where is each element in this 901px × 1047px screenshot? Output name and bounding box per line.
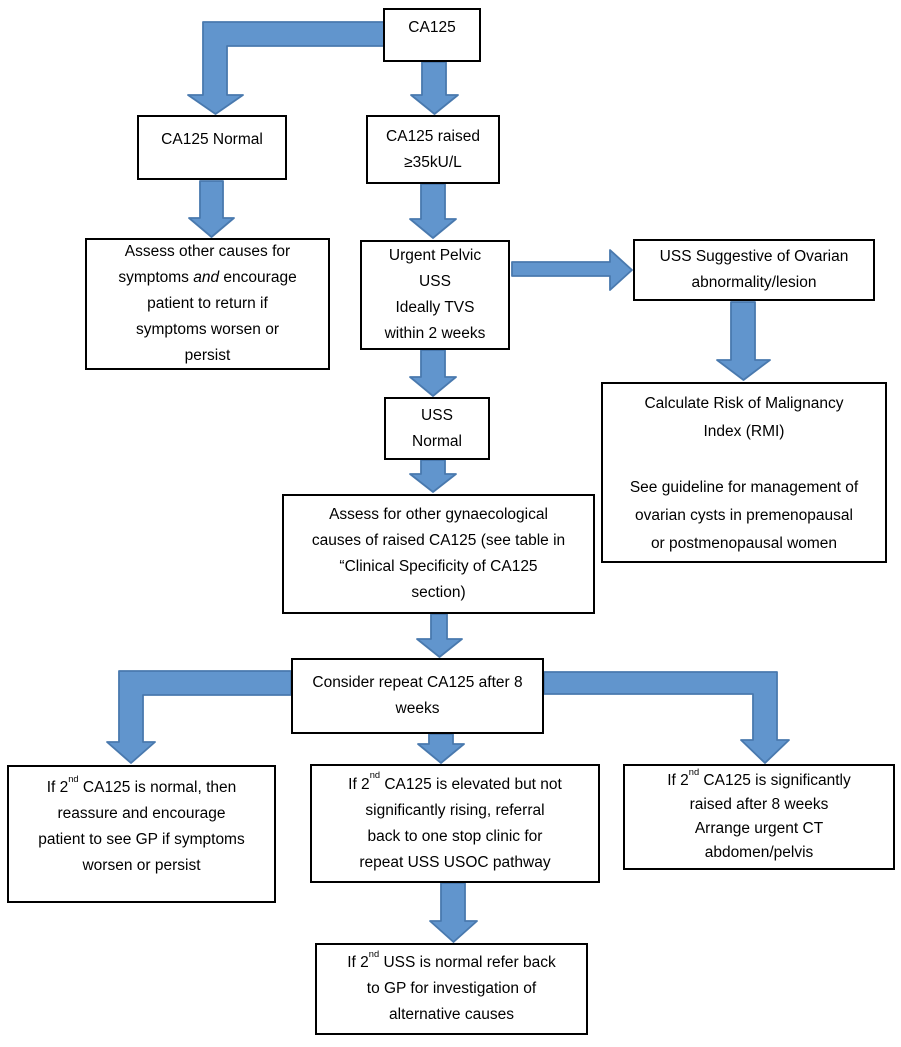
arrow-urgent-uss-to-uss-normal (409, 349, 457, 397)
second-raised-post: CA125 is significantly (699, 772, 851, 789)
second-uss-normal-sup: nd (368, 948, 380, 959)
box-uss-suggestive: USS Suggestive of Ovarian abnormality/le… (633, 239, 875, 301)
second-normal-pre: If 2 (46, 779, 69, 796)
arrow-uss-normal-to-assess-gynae (409, 459, 457, 493)
second-elevated-pre: If 2 (348, 775, 370, 793)
second-normal-sup: nd (68, 773, 79, 784)
arrow-consider-to-second-normal-elbow (106, 670, 292, 764)
arrow-raised-to-urgent-uss (409, 183, 457, 239)
second-raised-rest: raised after 8 weeks Arrange urgent CT a… (689, 796, 829, 861)
box-ca125: CA125 (383, 8, 481, 62)
second-raised-pre: If 2 (667, 772, 689, 789)
arrow-assess-gynae-to-consider (416, 613, 463, 658)
second-elevated-line1: If 2nd CA125 is elevated but not (348, 770, 562, 798)
box-ca125-normal: CA125 Normal (137, 115, 287, 180)
second-raised-sup: nd (688, 766, 700, 777)
box-second-ca125-raised: If 2nd CA125 is significantly raised aft… (623, 764, 895, 870)
second-elevated-sup: nd (369, 770, 381, 781)
box-second-uss-normal: If 2nd USS is normal refer back to GP fo… (315, 943, 588, 1035)
box-consider-repeat: Consider repeat CA125 after 8 weeks (291, 658, 544, 734)
second-uss-normal-line1: If 2nd USS is normal refer back (347, 948, 556, 976)
assess-other-line2: symptoms and encourage (118, 265, 296, 291)
box-urgent-pelvic-uss: Urgent Pelvic USS Ideally TVS within 2 w… (360, 240, 510, 350)
uss-suggestive-text: USS Suggestive of Ovarian abnormality/le… (659, 248, 849, 291)
arrow-second-elevated-to-second-uss-normal (429, 882, 478, 943)
arrow-consider-to-second-raised-elbow (543, 671, 790, 764)
arrow-ca125-to-normal-elbow (187, 21, 385, 115)
assess-other-line1: Assess other causes for (124, 243, 291, 260)
second-normal-post: CA125 is normal, then (78, 779, 237, 796)
box-assess-other-causes: Assess other causes for symptoms and enc… (85, 238, 330, 370)
box-uss-normal: USS Normal (384, 397, 490, 460)
assess-other-line2-pre: symptoms (118, 269, 194, 286)
box-second-ca125-elevated: If 2nd CA125 is elevated but not signifi… (310, 764, 600, 883)
box-ca125-raised-text: CA125 raised ≥35kU/L (386, 127, 480, 171)
urgent-pelvic-uss-text: Urgent Pelvic USS Ideally TVS within 2 w… (384, 247, 486, 342)
second-elevated-post: CA125 is elevated but not (380, 775, 562, 793)
box-ca125-normal-text: CA125 Normal (161, 131, 263, 148)
assess-other-rest: patient to return if symptoms worsen or … (136, 295, 279, 364)
box-ca125-raised: CA125 raised ≥35kU/L (366, 115, 500, 184)
second-uss-normal-post: USS is normal refer back (379, 954, 556, 971)
arrow-urgent-uss-to-suggestive (511, 249, 633, 291)
second-uss-normal-pre: If 2 (347, 954, 369, 971)
rmi-text: Calculate Risk of Malignancy Index (RMI)… (629, 395, 859, 552)
second-raised-line1: If 2nd CA125 is significantly (667, 766, 851, 793)
second-normal-rest: reassure and encourage patient to see GP… (38, 805, 245, 874)
box-second-ca125-normal: If 2nd CA125 is normal, then reassure an… (7, 765, 276, 903)
arrow-ca125-to-raised (410, 61, 459, 115)
arrow-normal-to-assess-other (188, 180, 235, 238)
box-ca125-text: CA125 (408, 19, 456, 36)
uss-normal-text: USS Normal (412, 406, 462, 450)
box-assess-gynae: Assess for other gynaecological causes o… (282, 494, 595, 614)
consider-repeat-text: Consider repeat CA125 after 8 weeks (312, 674, 523, 717)
second-uss-normal-rest: to GP for investigation of alternative c… (366, 980, 537, 1023)
second-normal-line1: If 2nd CA125 is normal, then (46, 773, 237, 801)
box-rmi: Calculate Risk of Malignancy Index (RMI)… (601, 382, 887, 563)
assess-gynae-text: Assess for other gynaecological causes o… (311, 506, 566, 601)
assess-other-line2-post: encourage (219, 269, 297, 286)
arrow-suggestive-to-rmi (716, 301, 771, 381)
second-elevated-rest: significantly rising, referral back to o… (359, 801, 551, 871)
arrow-consider-to-second-elevated (417, 733, 465, 764)
assess-other-line2-italic: and (193, 269, 220, 286)
